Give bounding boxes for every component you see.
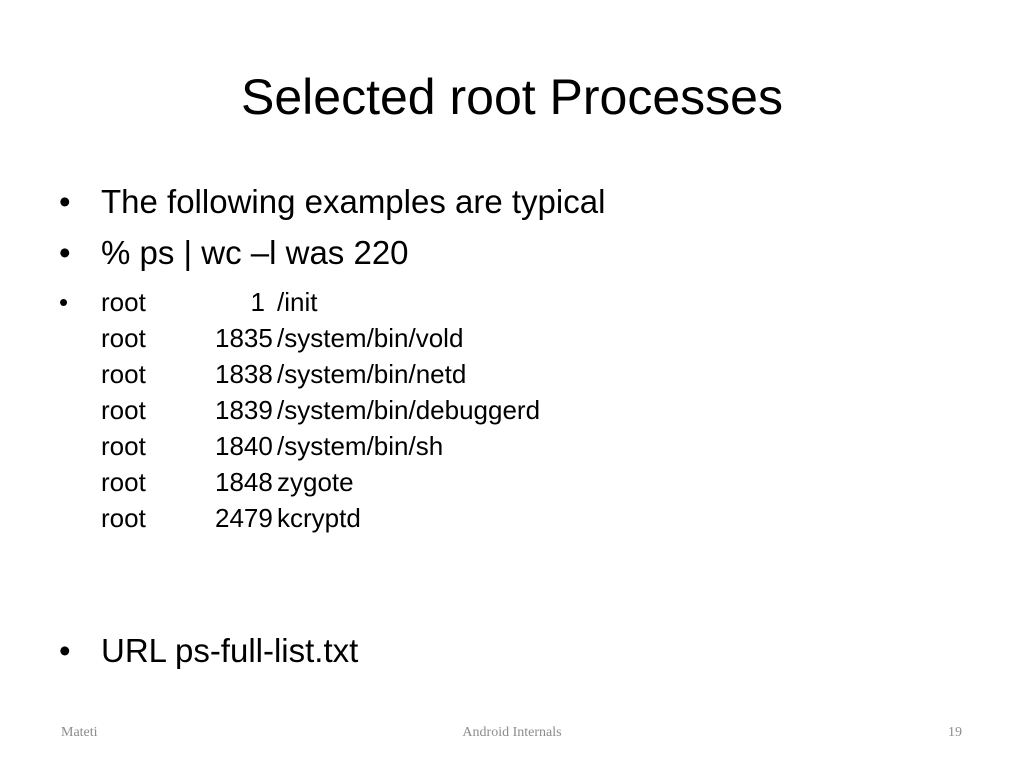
process-pid: 1840 — [215, 431, 273, 461]
bullet-item-ps-count: • % ps | wc –l was 220 — [59, 231, 409, 275]
process-row: root 2479 kcryptd — [101, 500, 540, 536]
process-command: /system/bin/debuggerd — [277, 395, 541, 425]
process-pid: 1848 — [215, 467, 273, 497]
footer-author: Mateti — [61, 725, 98, 740]
bullet-dot-icon: • — [59, 632, 71, 669]
bullet-text: URL ps-full-list.txt — [101, 632, 359, 669]
process-user: root — [101, 503, 146, 533]
process-pid: 1835 — [215, 323, 273, 353]
bullet-item-url: • URL ps-full-list.txt — [59, 629, 358, 673]
process-row: root 1835 /system/bin/vold — [101, 320, 540, 356]
footer-page-number: 19 — [948, 725, 962, 740]
process-pid: 2479 — [215, 503, 273, 533]
bullet-text: % ps | wc –l was 220 — [101, 234, 409, 271]
bullet-item-process-list: • root 1 /init root 1835 /system/bin/vol… — [59, 284, 540, 536]
process-row: root 1 /init — [101, 284, 540, 320]
process-command: /init — [277, 287, 318, 317]
slide-title: Selected root Processes — [241, 69, 783, 125]
process-pid: 1839 — [215, 395, 273, 425]
footer-presentation-title: Android Internals — [462, 725, 562, 740]
process-user: root — [101, 467, 146, 497]
process-command: /system/bin/netd — [277, 359, 467, 389]
process-command: /system/bin/sh — [277, 431, 444, 461]
process-command: /system/bin/vold — [277, 323, 464, 353]
process-user: root — [101, 431, 146, 461]
bullet-text: The following examples are typical — [101, 183, 606, 220]
process-command: zygote — [277, 467, 354, 497]
bullet-dot-icon: • — [59, 183, 71, 220]
process-user: root — [101, 323, 146, 353]
bullet-item-typical-examples: • The following examples are typical — [59, 180, 605, 224]
process-user: root — [101, 359, 146, 389]
bullet-dot-icon: • — [59, 234, 71, 271]
process-row: root 1838 /system/bin/netd — [101, 356, 540, 392]
process-list: root 1 /init root 1835 /system/bin/vold … — [101, 284, 540, 536]
bullet-dot-icon: • — [59, 287, 69, 317]
process-pid: 1 — [250, 287, 265, 317]
process-pid: 1838 — [215, 359, 273, 389]
process-user: root — [101, 287, 146, 317]
process-row: root 1839 /system/bin/debuggerd — [101, 392, 540, 428]
process-row: root 1840 /system/bin/sh — [101, 428, 540, 464]
process-command: kcryptd — [277, 503, 361, 533]
process-row: root 1848 zygote — [101, 464, 540, 500]
process-user: root — [101, 395, 146, 425]
